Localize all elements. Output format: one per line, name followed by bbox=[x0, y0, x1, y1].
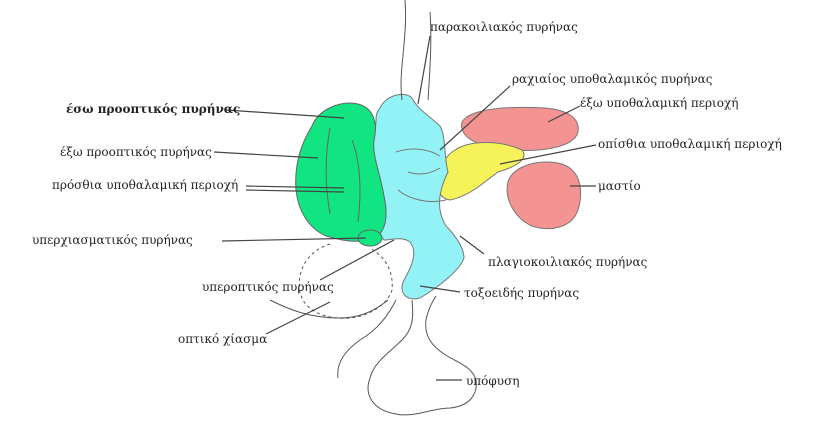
anterior-green-shape bbox=[296, 103, 386, 241]
label-yperoptikos: υπεροπτικός πυρήνας bbox=[202, 280, 334, 294]
label-exo-ypothalamiki: έξω υποθαλαμική περιοχή bbox=[580, 96, 738, 110]
label-yperchiasmatikos: υπερχιασματικός πυρήνας bbox=[32, 233, 193, 247]
label-mastio: μαστίο bbox=[598, 179, 641, 193]
label-toxoeidis: τοξοειδής πυρήνας bbox=[464, 286, 579, 300]
label-rachiaios: ραχιαίος υποθαλαμικός πυρήνας bbox=[512, 72, 712, 86]
leader-yperoptikos bbox=[320, 240, 394, 280]
label-ypofysi: υπόφυση bbox=[466, 374, 519, 388]
label-plagiokoiliakos: πλαγιοκοιλιακός πυρήνας bbox=[488, 255, 647, 269]
label-prosthia: πρόσθια υποθαλαμική περιοχή bbox=[52, 178, 238, 192]
label-optiko-chiasma: οπτικό χίασμα bbox=[178, 332, 267, 346]
label-esw-prooptikos: έσω προοπτικός πυρήνας bbox=[66, 102, 240, 116]
stalk-outline bbox=[401, 0, 431, 100]
label-opisthia: οπίσθια υποθαλαμική περιοχή bbox=[598, 137, 782, 151]
leader-plagiokoiliakos bbox=[460, 236, 484, 254]
mammillary-body-shape bbox=[507, 162, 580, 229]
leader-optiko-chiasma bbox=[266, 302, 330, 334]
infundibulum-outline bbox=[338, 300, 396, 378]
pituitary-outline bbox=[368, 296, 476, 415]
label-exo-prooptikos: έξω προοπτικός πυρήνας bbox=[60, 145, 212, 159]
label-paracoilikos: παρακοιλιακός πυρήνας bbox=[430, 20, 578, 34]
